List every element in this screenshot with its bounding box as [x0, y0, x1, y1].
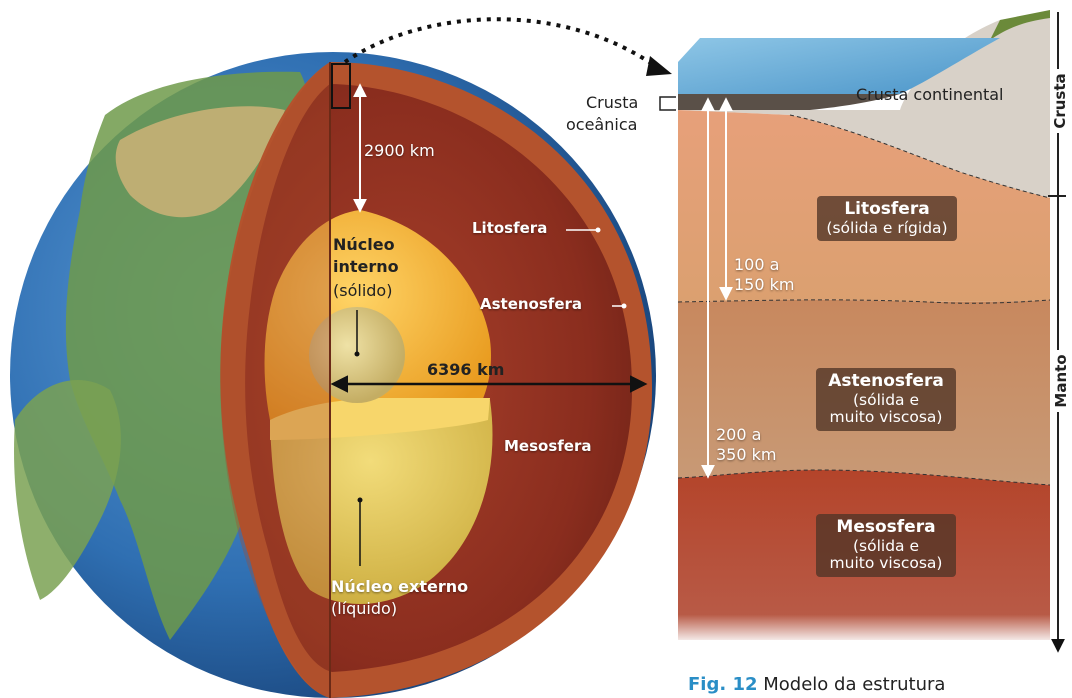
mesosfera-box-desc1: (sólida e: [816, 538, 956, 556]
mesosfera-box: Mesosfera (sólida e muito viscosa): [816, 514, 956, 577]
oceanic-crust-label-2: oceânica: [566, 116, 637, 134]
figure-caption-text: Modelo da estrutura: [758, 674, 946, 695]
figure-number: Fig. 12: [688, 674, 758, 695]
litosfera-label: Litosfera: [472, 220, 547, 237]
outer-core-state: (líquido): [331, 600, 397, 618]
oceanic-crust-label-1: Crusta: [586, 94, 638, 112]
litosfera-box-desc: (sólida e rígida): [817, 220, 957, 238]
radius-label: 6396 km: [427, 361, 504, 379]
depth-2900-label: 2900 km: [364, 142, 435, 160]
mesosfera-box-title: Mesosfera: [816, 518, 956, 538]
astenosfera-box-title: Astenosfera: [816, 372, 956, 392]
depth2-label-1: 200 a: [716, 426, 761, 444]
inner-core-title-2: interno: [333, 258, 399, 276]
inner-core-title-1: Núcleo: [333, 236, 395, 254]
astenosfera-box: Astenosfera (sólida e muito viscosa): [816, 368, 956, 431]
astenosfera-box-desc2: muito viscosa): [816, 409, 956, 427]
continental-crust-label: Crusta continental: [856, 86, 1003, 104]
inner-core-state: (sólido): [333, 282, 392, 300]
figure-caption: Fig. 12 Modelo da estrutura: [688, 674, 945, 695]
axis-label-crusta: Crusta: [1051, 69, 1069, 133]
mesosfera-box-desc2: muito viscosa): [816, 555, 956, 573]
depth1-label-2: 150 km: [734, 276, 794, 294]
depth2-label-2: 350 km: [716, 446, 776, 464]
astenosfera-box-desc1: (sólida e: [816, 392, 956, 410]
oceanic-crust-bracket: [660, 97, 676, 110]
astenosfera-label: Astenosfera: [480, 296, 582, 313]
zoom-connector-head: [646, 56, 672, 76]
litosfera-box-title: Litosfera: [817, 200, 957, 220]
mesosfera-label: Mesosfera: [504, 438, 591, 455]
outer-core-title: Núcleo externo: [331, 578, 468, 596]
depth1-label-1: 100 a: [734, 256, 779, 274]
axis-label-manto: Manto: [1052, 350, 1070, 412]
litosfera-box: Litosfera (sólida e rígida): [817, 196, 957, 241]
